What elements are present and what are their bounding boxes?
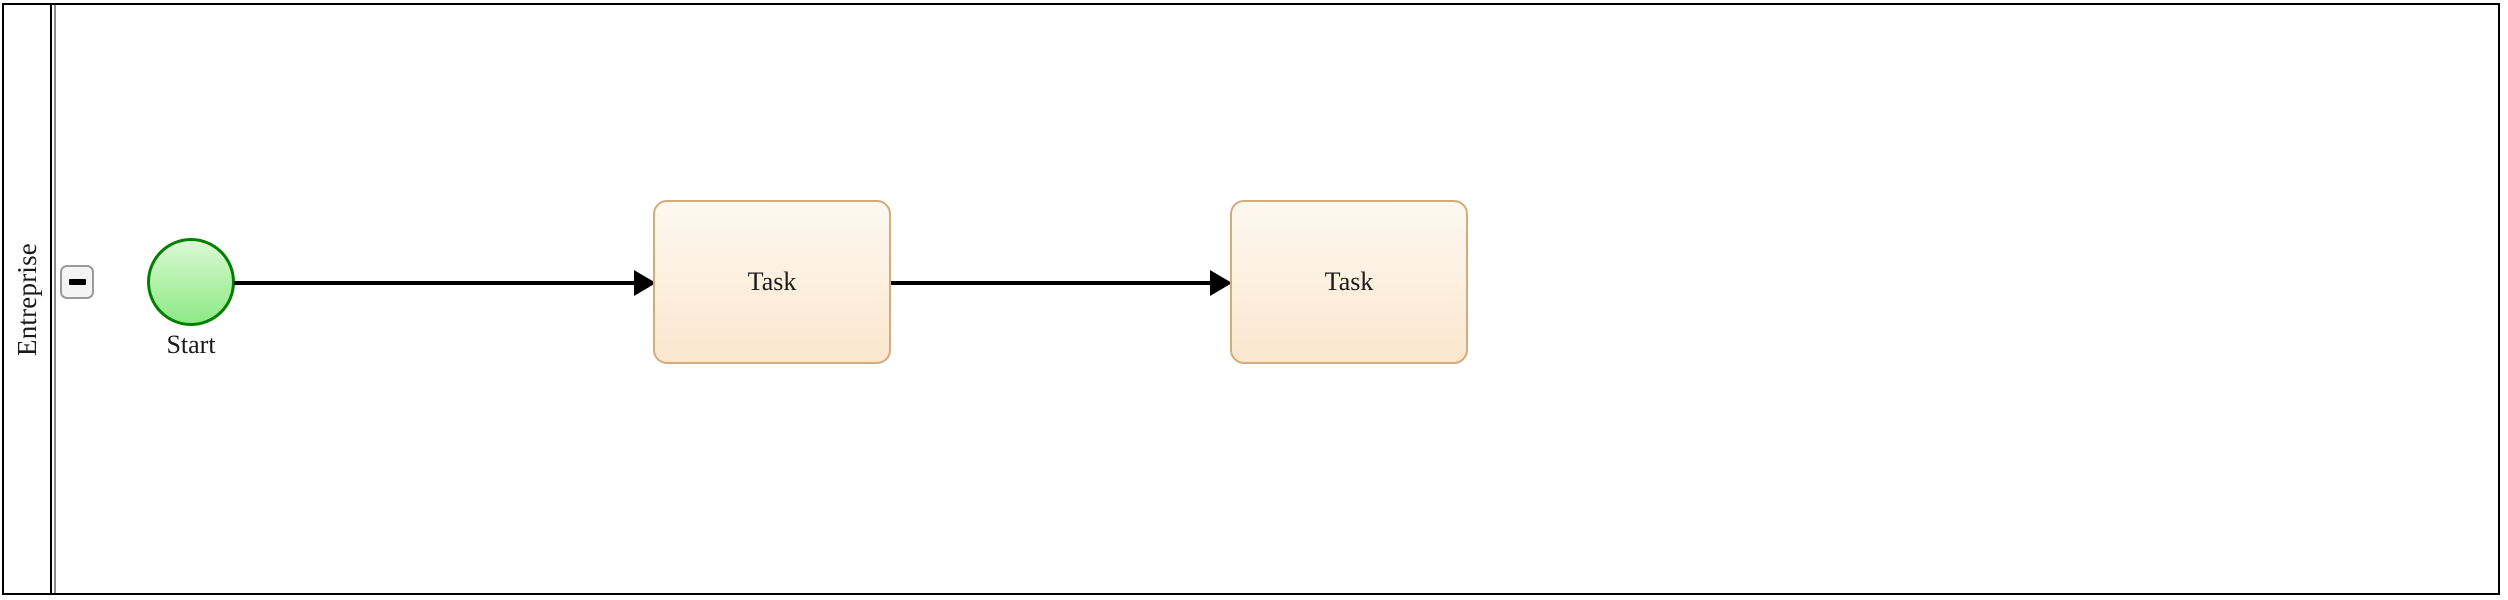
task-node-2[interactable]: Task [1230,200,1468,364]
minus-icon [68,279,86,285]
arrowhead-icon-flow2 [1210,270,1232,296]
arrowhead-icon-flow1 [634,270,656,296]
sequence-flow-task1-to-task2[interactable] [891,281,1215,285]
task-2-label: Task [1324,267,1374,296]
task-node-1[interactable]: Task [653,200,891,364]
pool-entreprise[interactable]: Entreprise [2,3,2500,595]
pool-header[interactable]: Entreprise [4,5,52,593]
pool-name-label: Entreprise [11,242,42,356]
sequence-flow-start-to-task1[interactable] [234,281,638,285]
pool-collapse-toggle-button[interactable] [60,265,94,299]
task-1-label: Task [747,267,797,296]
start-event-label: Start [166,330,216,359]
start-event-shape[interactable] [147,238,235,326]
